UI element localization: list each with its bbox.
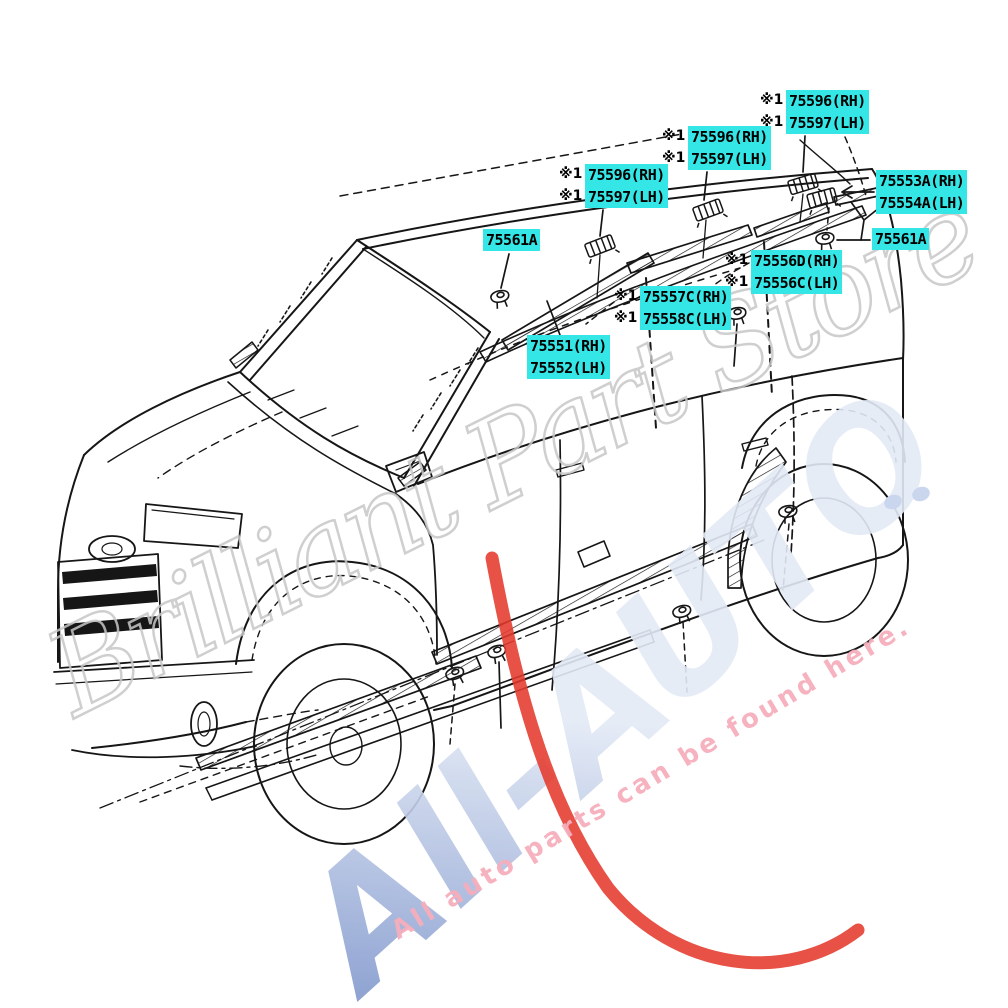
part-label-row: 75552(LH) [527,357,610,379]
part-number: 75556D(RH) [751,250,843,272]
note-mark: ※1 [614,288,638,304]
part-number: 75557C(RH) [640,286,732,308]
part-label-row: 75551(RH) [527,335,610,357]
note-mark: ※1 [662,128,686,144]
part-label-clip-left: 75561A [483,229,541,251]
logo-umlaut-dot [884,494,902,510]
note-mark: ※1 [614,310,638,326]
part-label-row: 75561A [483,229,541,251]
part-number: 75558C(LH) [640,308,732,330]
pad-icon [806,187,842,215]
pillar-tip-piece-far [229,341,259,369]
part-number: 75561A [483,229,541,251]
part-number: 75561A [872,228,930,250]
pad-icon [692,198,728,228]
body-side-moulding-upper [431,523,758,665]
part-label-row: 75553A(RH) [876,170,968,192]
part-number: 75596(RH) [786,90,869,112]
part-label-clip-right: 75561A [872,228,930,250]
part-number: 75556C(LH) [751,272,843,294]
note-mark: ※1 [662,150,686,166]
door-mirror [385,451,433,493]
watermark-swoosh [485,551,865,970]
part-number: 75597(LH) [786,112,869,134]
note-mark: ※1 [559,188,583,204]
moulding-connector [577,540,611,568]
part-number: 75551(RH) [527,335,610,357]
part-number: 75596(RH) [585,164,668,186]
clip-icon [727,306,747,326]
part-number: 75552(LH) [527,357,610,379]
note-mark: ※1 [760,92,784,108]
part-label-row: 75554A(LH) [876,192,968,214]
rocker-moulding-lines [99,539,765,809]
clip-icon [490,289,510,309]
clip-icon [672,604,692,624]
roof-drip-rail [479,205,867,363]
body-side-moulding-front [195,655,482,771]
part-number: 75596(RH) [688,126,771,148]
part-number: 75554A(LH) [876,192,968,214]
pillar-tip-piece-near [397,461,427,487]
part-label-moulding-front: 75551(RH) 75552(LH) [527,335,610,379]
part-number: 75597(LH) [585,186,668,208]
clip-icon [815,231,835,251]
note-mark: ※1 [559,166,583,182]
watermark-layer: All-AUTO Brilliant Part Store All auto p… [23,164,1000,1008]
pad-icon [787,172,823,202]
moulding-75557C [626,224,753,274]
part-number: 75597(LH) [688,148,771,170]
part-label-row: 75561A [872,228,930,250]
clip-icons [445,231,835,687]
clip-icon [487,644,507,665]
note-mark: ※1 [725,252,749,268]
side-moulding-strips [195,447,787,771]
pad-icons [584,172,842,265]
part-label-moulding-rear: 75553A(RH) 75554A(LH) [876,170,968,214]
clip-icon [445,666,465,687]
wheel-arch-moulding [727,447,787,589]
logo-umlaut-dot [912,486,930,502]
part-number: 75553A(RH) [876,170,968,192]
pad-icon [584,234,620,265]
clip-icon [778,504,798,524]
